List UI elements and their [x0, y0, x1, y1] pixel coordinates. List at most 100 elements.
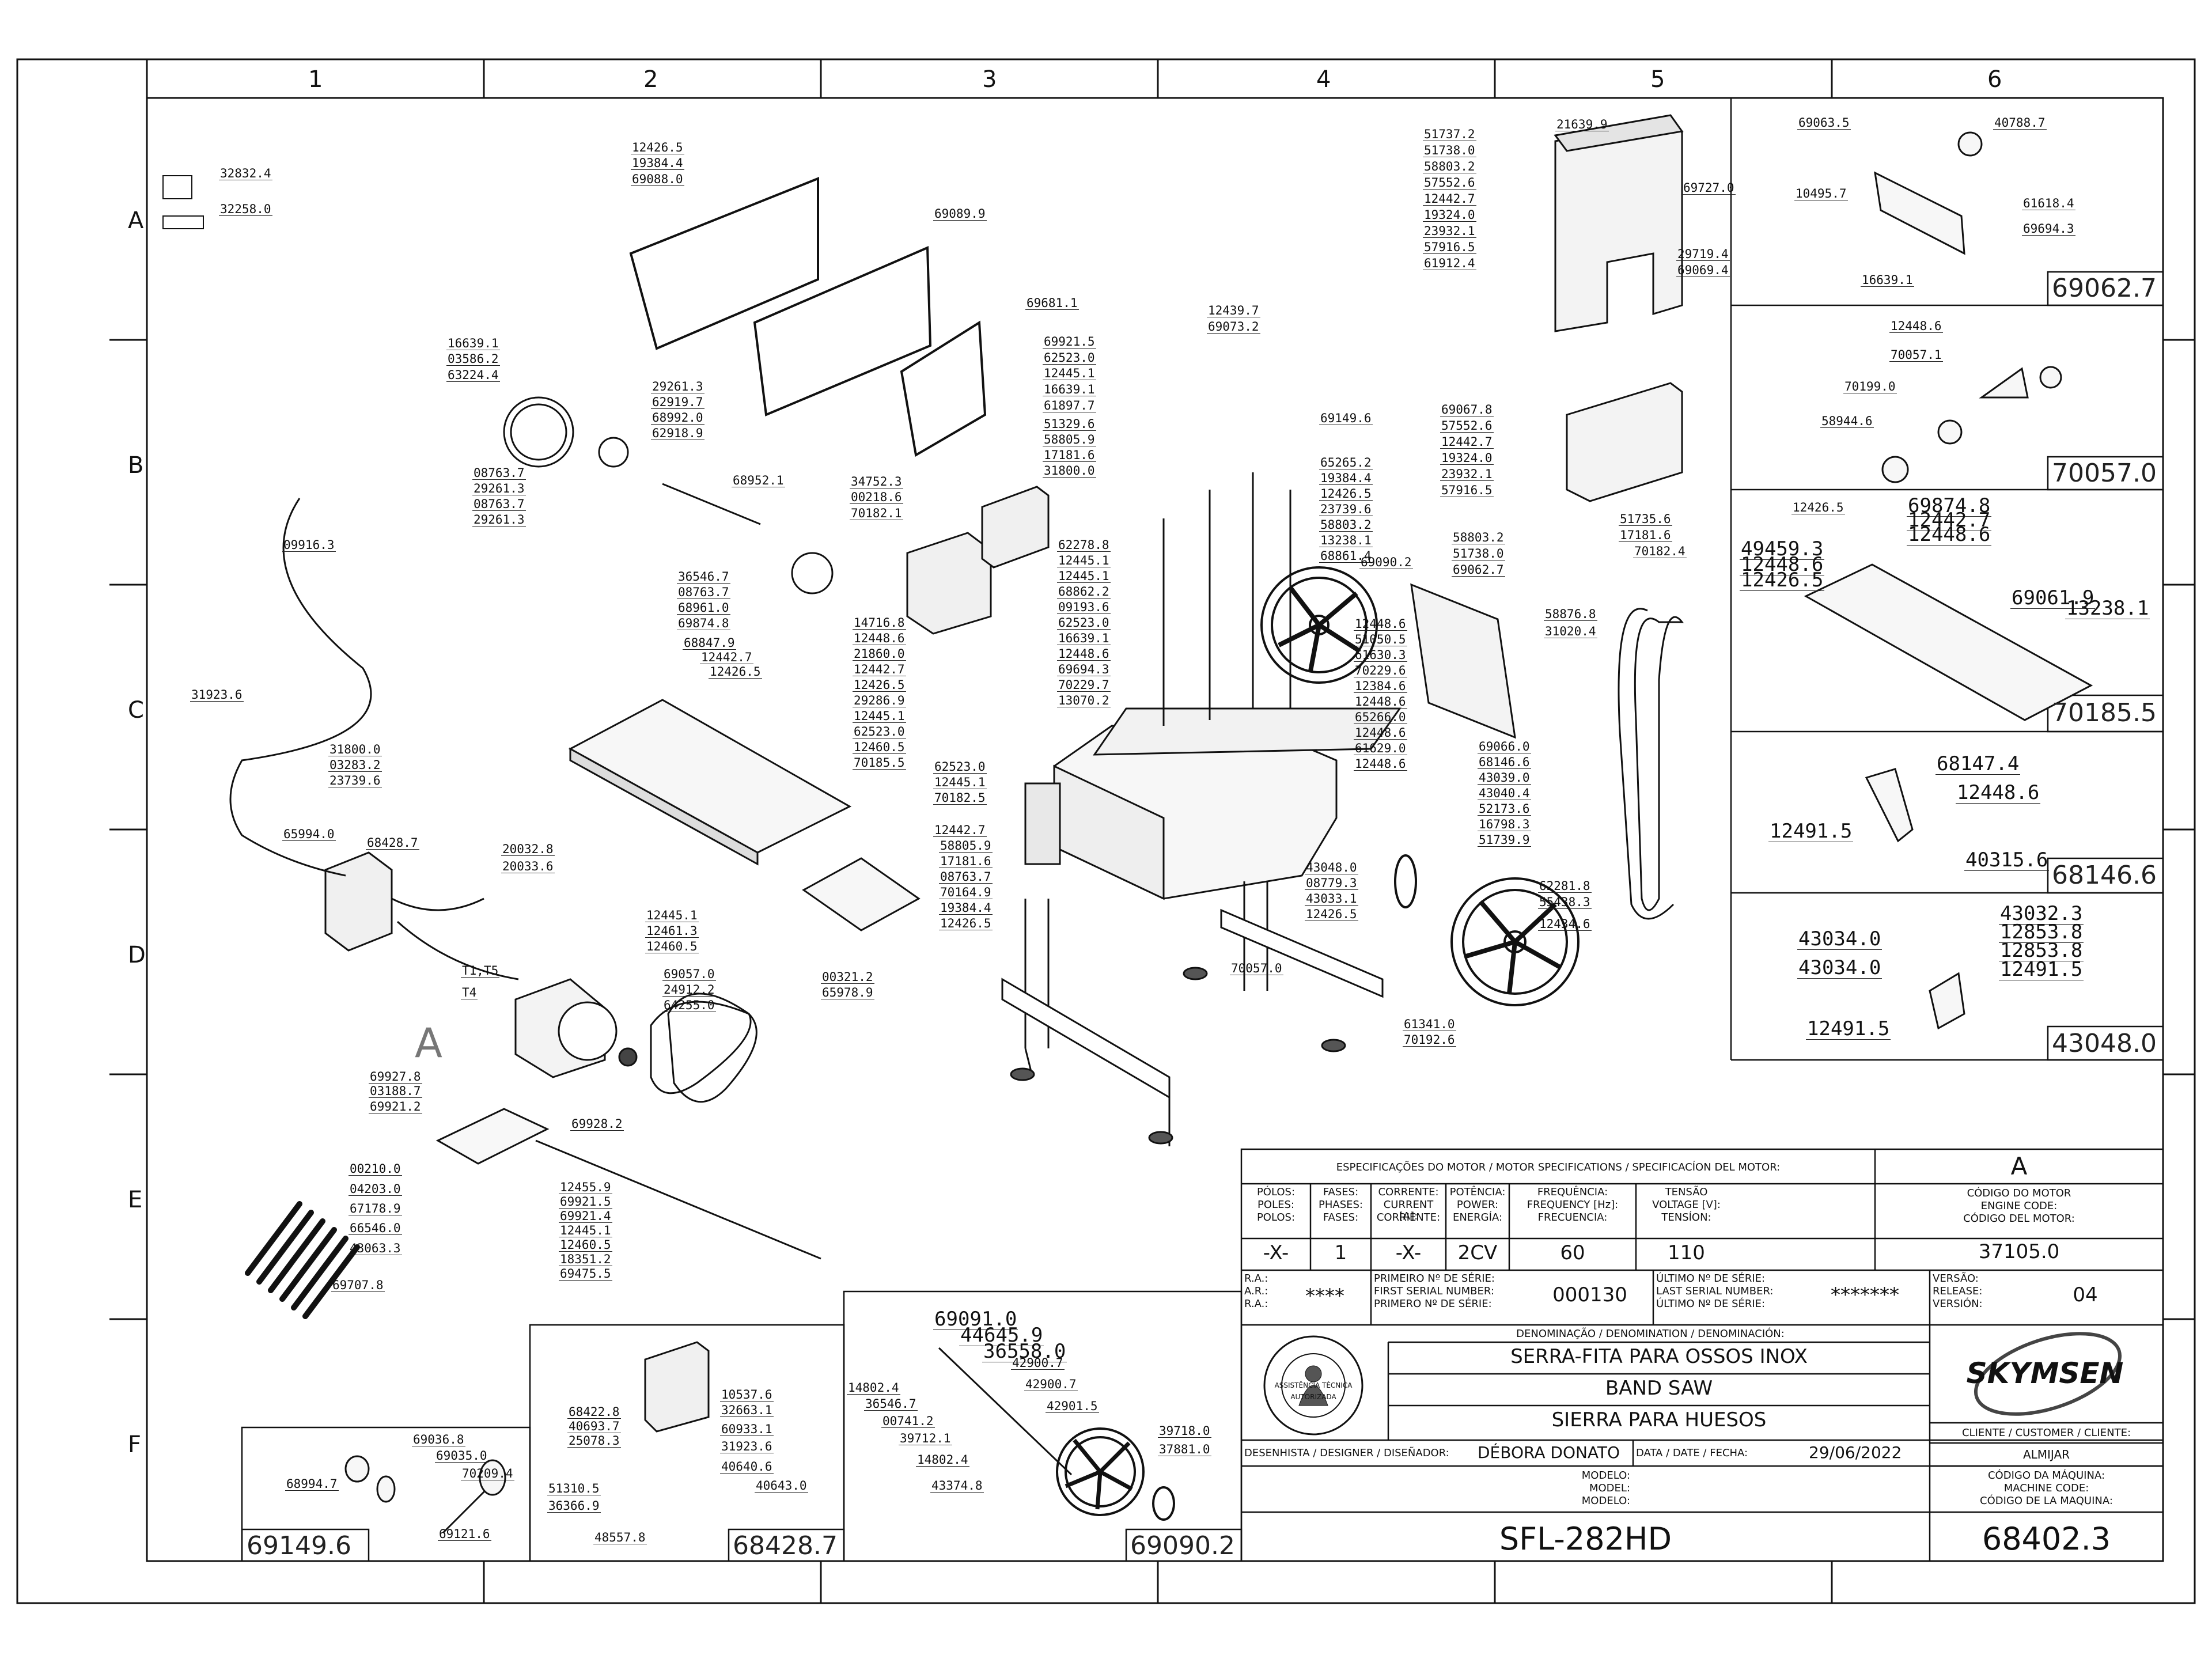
- part-number-label: 20032.8: [501, 842, 555, 856]
- part-number-label: 31800.0: [328, 743, 382, 756]
- machine-code-value: 68402.3: [1982, 1521, 2111, 1557]
- part-number-label: 69088.0: [631, 172, 684, 186]
- part-number-label: 12445.1: [1057, 554, 1111, 567]
- part-number-label: 69874.8: [677, 616, 730, 630]
- first-serial-label: PRIMERO Nº DE SÉRIE:: [1374, 1298, 1492, 1310]
- part-number-label: 69694.3: [2022, 222, 2075, 236]
- skymsen-logo: [1974, 1332, 2122, 1416]
- part-number-label: 60933.1: [720, 1422, 774, 1436]
- part-number-label: 12426.5: [1740, 569, 1825, 592]
- part-number-label: 70209.4: [461, 1467, 514, 1480]
- part-number-label: 19324.0: [1440, 451, 1494, 465]
- part-number-label: 70182.5: [933, 791, 987, 805]
- machine-code-label: MACHINE CODE:: [2003, 1482, 2089, 1494]
- part-number-label: 69091.0: [933, 1308, 1018, 1331]
- part-number-label: 12448.6: [1057, 647, 1111, 661]
- first-serial-label: FIRST SERIAL NUMBER:: [1374, 1285, 1494, 1297]
- part-number-label: 10495.7: [1794, 187, 1848, 200]
- title-block-lines: [1240, 1148, 2164, 1562]
- part-number-label: 12442.7: [1423, 192, 1476, 206]
- part-number-label: 10537.6: [720, 1388, 774, 1402]
- part-number-label: 16798.3: [1478, 817, 1531, 831]
- part-number-label: T4: [461, 986, 478, 999]
- part-number-label: 69036.8: [412, 1433, 465, 1446]
- motor-spec-heading: VOLTAGE [V]:: [1652, 1199, 1721, 1211]
- part-number-label: 70199.0: [1843, 380, 1897, 393]
- detail-parts: [1865, 131, 2062, 1030]
- part-number-label: 14716.8: [853, 616, 906, 630]
- machine-code-label: CÓDIGO DE LA MAQUINA:: [1980, 1495, 2113, 1507]
- subview-label: 68146.6: [2052, 861, 2157, 890]
- part-number-label: 16639.1: [1861, 273, 1914, 287]
- part-number-label: 31923.6: [190, 688, 244, 702]
- part-number-label: 25078.3: [567, 1434, 621, 1448]
- part-number-label: 68952.1: [732, 474, 785, 487]
- part-number-label: 65266.0: [1354, 710, 1407, 724]
- part-number-label: 31020.4: [1544, 624, 1597, 638]
- part-number-label: 58805.9: [939, 839, 993, 853]
- ra-label: R.A.:: [1244, 1272, 1268, 1285]
- subview-label: 70185.5: [2052, 698, 2157, 728]
- part-number-label: 61629.0: [1354, 741, 1407, 755]
- part-number-label: 51735.6: [1619, 512, 1672, 526]
- part-number-label: 69874.8: [1907, 494, 1992, 517]
- part-number-label: 43048.0: [1305, 861, 1358, 874]
- grid-row-c: C: [128, 697, 144, 724]
- part-number-label: 12445.1: [1057, 569, 1111, 583]
- part-number-label: 12445.1: [645, 908, 699, 922]
- part-number-label: 29261.3: [651, 380, 704, 393]
- motor-spec-value: 2CV: [1457, 1241, 1498, 1264]
- part-number-label: 40788.7: [1993, 116, 2047, 130]
- client-value: ALMIJAR: [2022, 1448, 2070, 1461]
- part-number-label: 17181.6: [939, 854, 993, 868]
- motor-code-h1: CÓDIGO DO MOTOR: [1967, 1187, 2071, 1199]
- part-number-label: 03586.2: [446, 352, 500, 366]
- part-number-label: 51310.5: [547, 1482, 601, 1495]
- part-number-label: 12442.7: [933, 823, 987, 837]
- part-number-label: 61630.3: [1354, 648, 1407, 662]
- part-number-label: 12442.7: [853, 662, 906, 676]
- part-number-label: 68862.2: [1057, 585, 1111, 599]
- date-value: 29/06/2022: [1809, 1443, 1902, 1462]
- part-number-label: 70229.6: [1354, 664, 1407, 677]
- part-number-label: 32663.1: [720, 1403, 774, 1417]
- motor-spec-value: -X-: [1263, 1241, 1289, 1264]
- part-number-label: 62523.0: [1057, 616, 1111, 630]
- part-number-label: 19384.4: [1319, 471, 1373, 485]
- part-number-label: 69921.4: [559, 1209, 612, 1223]
- part-number-label: 09916.3: [282, 538, 336, 552]
- grid-row-b: B: [128, 452, 144, 479]
- grid-col-2: 2: [643, 66, 658, 93]
- part-number-label: 67178.9: [349, 1202, 402, 1215]
- sliding-table: [568, 699, 921, 931]
- grid-row-a: A: [128, 207, 144, 234]
- part-number-label: 69057.0: [662, 967, 716, 981]
- model-label: MODEL:: [1589, 1482, 1630, 1494]
- part-number-label: 62918.9: [651, 426, 704, 440]
- part-number-label: 58944.6: [1820, 414, 1874, 428]
- part-number-label: 69035.0: [435, 1449, 488, 1463]
- part-number-label: 62523.0: [853, 725, 906, 738]
- part-number-label: 03188.7: [369, 1084, 422, 1098]
- part-number-label: 39718.0: [1158, 1424, 1211, 1438]
- part-number-label: 34752.3: [850, 475, 903, 488]
- last-serial-label: ÚLTIMO Nº DE SÉRIE:: [1656, 1272, 1766, 1285]
- part-number-label: 08779.3: [1305, 876, 1358, 890]
- part-number-label: 42900.7: [1011, 1356, 1065, 1370]
- part-number-label: 21860.0: [853, 647, 906, 661]
- part-number-label: 19384.4: [939, 901, 993, 915]
- part-number-label: 69073.2: [1207, 320, 1260, 334]
- lower-wheel: [1394, 854, 1580, 1006]
- part-number-label: 29286.9: [853, 694, 906, 707]
- part-number-label: 09193.6: [1057, 600, 1111, 614]
- motor-spec-heading: FASES:: [1323, 1186, 1359, 1198]
- denomination-es: SIERRA PARA HUESOS: [1551, 1408, 1767, 1431]
- part-number-label: 36366.9: [547, 1499, 601, 1513]
- part-number-label: 69062.7: [1452, 563, 1505, 577]
- part-number-label: 61341.0: [1403, 1017, 1456, 1031]
- subview-label: 69090.2: [1130, 1531, 1235, 1560]
- part-number-label: 69063.5: [1797, 116, 1851, 130]
- part-number-label: 70057.1: [1889, 348, 1943, 362]
- part-number-label: 65265.2: [1319, 456, 1373, 469]
- part-number-label: 12445.1: [1043, 366, 1096, 380]
